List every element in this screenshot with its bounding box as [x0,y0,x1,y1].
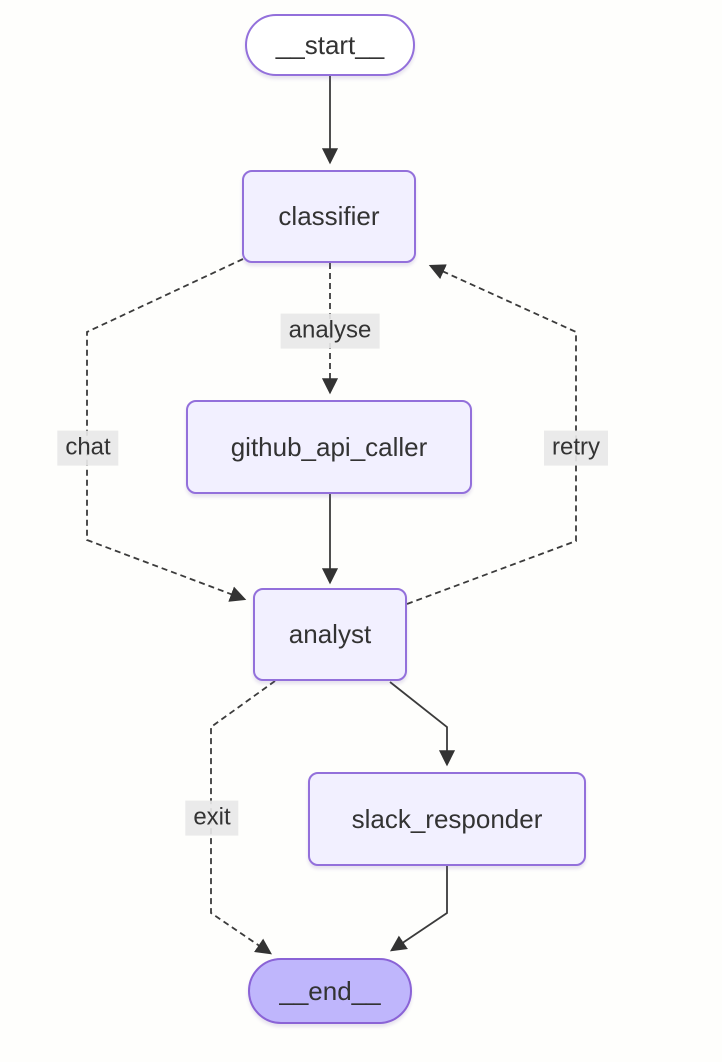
edge-label-chat: chat [57,430,119,466]
node-end: __end__ [248,958,412,1024]
edge-label-exit: exit [185,800,239,836]
node-end-label: __end__ [279,975,381,1006]
node-analyst-label: analyst [288,619,372,649]
node-classifier-label: classifier [278,201,380,231]
node-start-label: __start__ [275,29,385,60]
node-github-api-caller: github_api_caller [186,400,472,494]
edge-analyst-slack [389,681,456,767]
node-github-api-caller-label: github_api_caller [230,431,428,462]
node-analyst: analyst [253,588,407,681]
edge-label-retry: retry [544,430,608,466]
edge-slack-end [389,866,448,952]
node-slack-responder-label: slack_responder [351,803,543,834]
node-slack-responder: slack_responder [308,772,586,866]
node-classifier: classifier [242,170,416,263]
edge-classifier-analyst-chat [86,258,247,602]
edge-label-analyse: analyse [280,313,380,349]
node-start: __start__ [245,14,415,76]
